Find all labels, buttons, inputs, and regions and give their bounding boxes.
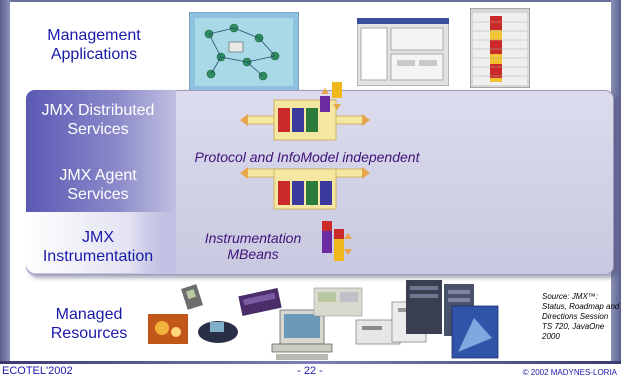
note-instrumentation-mbeans: Instrumentation MBeans bbox=[204, 230, 302, 262]
source-citation: Source: JMX™: Status, Roadmap and Direct… bbox=[542, 292, 620, 341]
management-screenshot-topology bbox=[189, 12, 299, 92]
right-frame-bar bbox=[611, 0, 621, 362]
top-rule bbox=[0, 0, 621, 2]
management-screenshot-table bbox=[470, 8, 530, 88]
label-managed-resources: Managed Resources bbox=[50, 306, 128, 342]
footer-page-number: - 22 - bbox=[297, 365, 323, 377]
footer-rule bbox=[0, 361, 621, 364]
management-screenshot-dialog bbox=[357, 18, 449, 86]
note-protocol-infomodel: Protocol and InfoModel independent bbox=[194, 149, 420, 165]
label-jmx-agent-services: JMX Agent Services bbox=[59, 167, 137, 203]
left-frame-bar bbox=[0, 0, 10, 362]
label-jmx-distributed-services: JMX Distributed Services bbox=[41, 102, 155, 138]
footer-copyright: © 2002 MADYNES-LORIA bbox=[522, 368, 617, 377]
agent-services-connector bbox=[240, 167, 370, 210]
label-management-applications: Management Applications bbox=[47, 27, 141, 63]
distributed-services-connector bbox=[240, 82, 370, 141]
mbean-icon bbox=[322, 221, 352, 261]
jmx-label-gradient-light bbox=[26, 212, 176, 273]
managed-resources-device-collage bbox=[148, 280, 499, 360]
label-jmx-instrumentation: JMX Instrumentation bbox=[42, 229, 154, 265]
footer-left: ECOTEL'2002 bbox=[2, 365, 73, 377]
